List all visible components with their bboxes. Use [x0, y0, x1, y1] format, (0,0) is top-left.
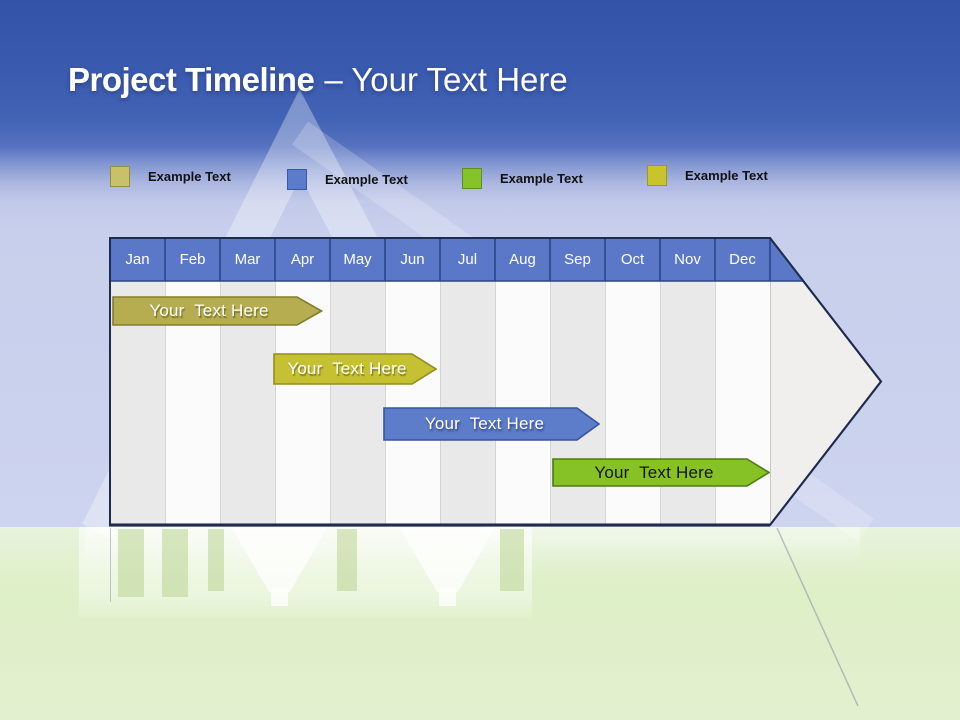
month-cell: Jan	[125, 251, 150, 268]
month-cell: May	[343, 251, 372, 268]
legend-swatch-green	[462, 168, 482, 189]
legend-item-4: Example Text	[647, 165, 768, 186]
legend-swatch-yellow	[647, 165, 667, 186]
task-bar-3: Your Text Here	[383, 407, 600, 441]
legend-swatch-blue	[287, 169, 307, 190]
legend-swatch-khaki	[110, 166, 130, 187]
month-cell: Apr	[290, 251, 315, 268]
task-bar-2-arrow	[273, 353, 437, 385]
month-cell: Mar	[234, 251, 261, 268]
month-cell: Nov	[674, 251, 701, 268]
month-cell: Aug	[509, 251, 536, 268]
legend-item-2: Example Text	[287, 169, 408, 190]
task-bar-label: Your Text Here	[594, 462, 714, 482]
month-cell: Dec	[729, 251, 756, 268]
legend-item-3: Example Text	[462, 168, 583, 189]
task-bar-4: Your Text Here	[552, 458, 770, 487]
task-bar-1-arrow	[112, 296, 323, 326]
timeline-arrow-shape	[109, 237, 883, 527]
legend-item-1: Example Text	[110, 166, 231, 187]
month-header-row: Jan Feb Mar Apr May Jun Jul Aug Sep Oct …	[110, 238, 770, 281]
task-bar-3-arrow	[383, 407, 600, 441]
month-cell: Jun	[400, 251, 425, 268]
legend-label: Example Text	[148, 169, 231, 184]
month-cell: Feb	[179, 251, 206, 268]
task-bar-label: Your Text Here	[424, 414, 545, 433]
month-cell: Sep	[564, 251, 591, 268]
month-cell: Jul	[457, 251, 478, 268]
slide-title: Project Timeline– Your Text Here	[68, 60, 568, 100]
slide-title-subtitle: – Your Text Here	[324, 61, 568, 98]
legend-label: Example Text	[500, 171, 583, 186]
slide-title-main: Project Timeline	[68, 61, 315, 98]
month-cell: Oct	[620, 251, 645, 268]
timeline-chart: Jan Feb Mar Apr May Jun Jul Aug Sep Oct …	[109, 236, 883, 527]
task-bar-label: Your Text Here	[287, 359, 407, 378]
tree-reflections	[232, 528, 495, 606]
task-bar-1: Your Text Here	[112, 296, 323, 326]
task-bar-label: Your Text Here	[149, 301, 269, 320]
legend-label: Example Text	[325, 172, 408, 187]
task-bar-4-arrow	[552, 458, 770, 487]
task-bar-2: Your Text Here	[273, 353, 437, 385]
header-cell-borders	[110, 238, 804, 282]
legend-label: Example Text	[685, 168, 768, 183]
